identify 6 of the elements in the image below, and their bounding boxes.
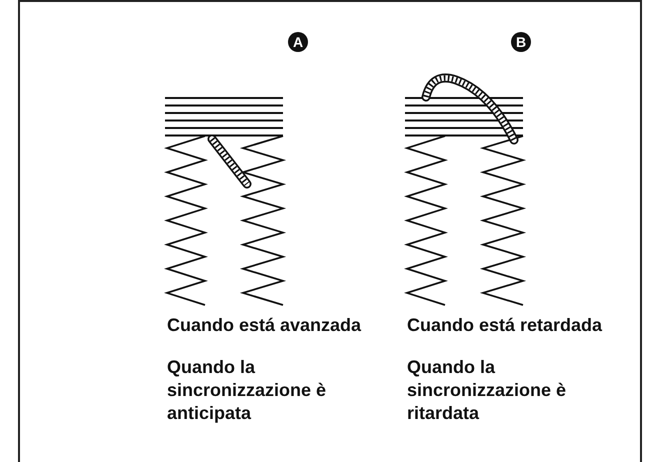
caption-text: Cuando está avanzada xyxy=(167,314,362,337)
caption-text: Quando la sincronizzazione è anticipata xyxy=(167,356,328,425)
caption-text: Cuando está retardada xyxy=(407,314,604,337)
panel-marker: B xyxy=(511,32,531,52)
panel-marker: A xyxy=(288,32,308,52)
caption-text: Quando la sincronizzazione è ritardata xyxy=(407,356,568,425)
